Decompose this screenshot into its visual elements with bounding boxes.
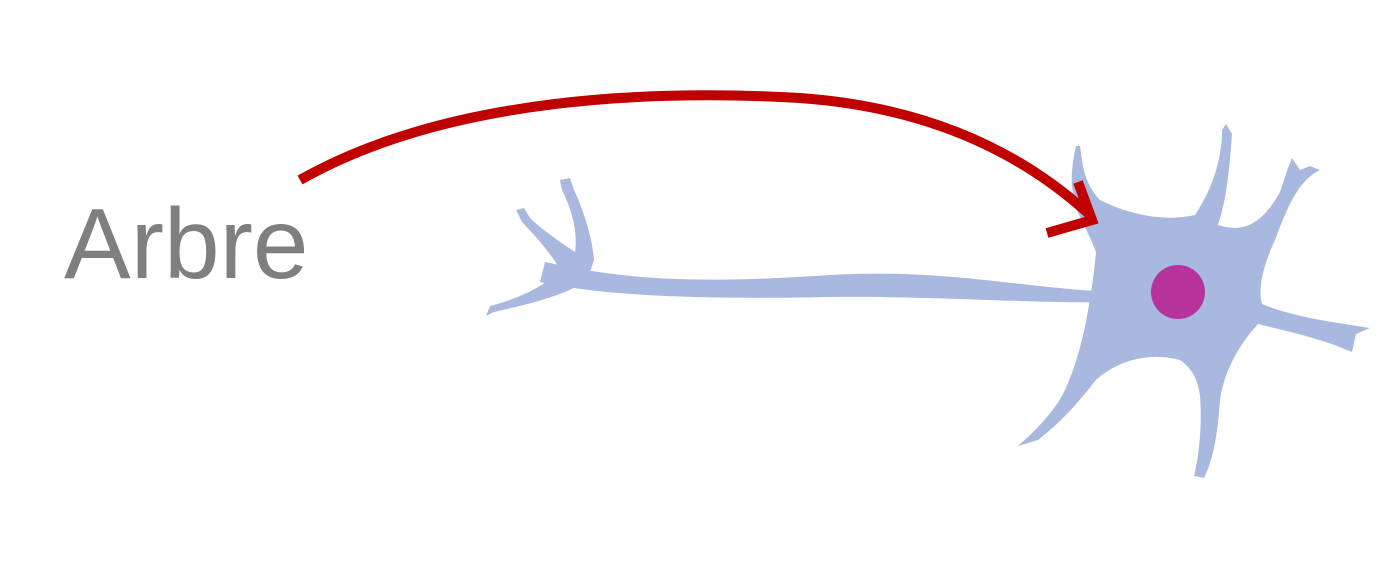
axon-terminal [516,178,594,272]
arrow-shaft [297,90,1094,219]
axon-lower-branch [486,272,574,316]
neuron-icon [486,124,1370,478]
neuron-axon [540,262,1120,303]
arbre-label: Arbre [64,188,309,300]
nucleus-icon [1151,265,1205,319]
arrow-head [1045,180,1099,238]
curved-arrow [297,90,1099,238]
